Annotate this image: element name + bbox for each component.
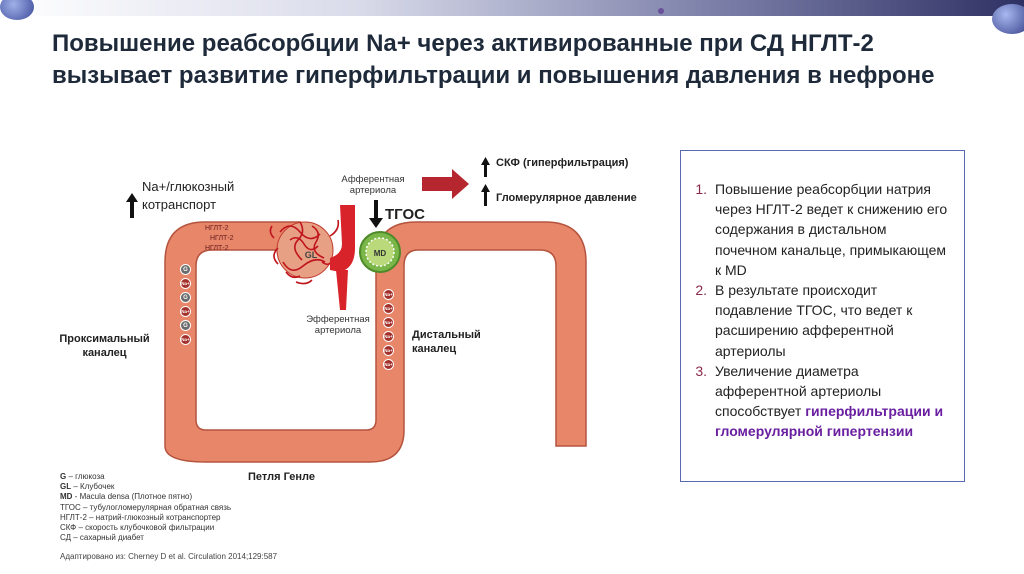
item-text: Увеличение диаметра афферентной артериол… xyxy=(715,362,882,420)
legend-row: MD - Macula densa (Плотное пятно) xyxy=(60,492,231,502)
sglt2-label: НГЛТ-2 xyxy=(205,225,229,232)
top-decoration-band xyxy=(0,0,1024,16)
legend-text: НГЛТ-2 – натрий-глюкозный котранспортер xyxy=(60,512,221,522)
na-transport-up-arrow xyxy=(126,193,138,218)
afferent-arteriole-label: Афферентная артериола xyxy=(341,174,405,196)
ion-marker: Na+ xyxy=(180,278,191,289)
legend-key: G xyxy=(60,472,67,481)
explanation-list: 1. Повышение реабсорбции натрия через НГ… xyxy=(689,179,952,442)
tgos-down-arrow xyxy=(369,200,383,228)
na-glucose-cotransport-label: Na+/глюкозный котранспорт xyxy=(142,179,235,212)
item-number: 2. xyxy=(695,282,707,299)
decor-orb-right xyxy=(992,4,1024,34)
ion-marker: Na+ xyxy=(383,345,394,356)
afferent-arteriole-vessel xyxy=(330,205,355,272)
ion-marker: Na+ xyxy=(180,306,191,317)
ion-marker: Na+ xyxy=(180,334,191,345)
legend-key: GL xyxy=(60,482,72,492)
tubule-body xyxy=(164,221,587,463)
legend-text: - Macula densa (Плотное пятно) xyxy=(72,492,193,502)
item-highlight: гиперфильтрации и гломерулярной гипертен… xyxy=(715,403,944,440)
item-text: Повышение реабсорбции натрия через НГЛТ-… xyxy=(715,181,948,278)
glomerulus-label: GL xyxy=(305,250,318,260)
source-citation: Адаптировано из: Cherney D et al. Circul… xyxy=(60,552,278,561)
tgos-label: ТГОС xyxy=(385,206,425,223)
legend-row: GL – Клубочек xyxy=(60,482,231,492)
ion-marker: Na+ xyxy=(383,303,394,314)
loop-of-henle-label: Петля Генле xyxy=(248,471,315,483)
ion-marker: Na+ xyxy=(383,359,394,370)
legend-row: СД – сахарный диабет xyxy=(60,533,231,543)
ion-marker: Na+ xyxy=(383,317,394,328)
slide-title: Повышение реабсорбции Na+ через активиро… xyxy=(52,30,935,89)
item-number: 3. xyxy=(695,362,707,379)
explanation-panel: 1. Повышение реабсорбции натрия через НГ… xyxy=(680,150,965,482)
gfr-up-arrow xyxy=(481,157,490,177)
item-text: В результате происходит подавление ТГОС,… xyxy=(715,282,913,359)
ion-marker: G xyxy=(180,320,191,331)
legend-row: СКФ – скорость клубочковой фильтрации xyxy=(60,523,231,533)
legend-text: СД – сахарный диабет xyxy=(60,533,144,543)
legend-text: ТГОС – тубулогломерулярная обратная связ… xyxy=(60,502,232,512)
ion-marker: G xyxy=(180,292,191,303)
item-number: 1. xyxy=(695,181,707,197)
explanation-item: 3. Увеличение диаметра афферентной артер… xyxy=(689,361,952,442)
gfr-label: СКФ (гиперфильтрация) xyxy=(496,157,629,169)
ion-marker: G xyxy=(180,264,191,275)
legend-text: – Клубочек xyxy=(71,482,115,492)
loop-of-henle-tube xyxy=(186,244,300,445)
item-text-wrap: Увеличение диаметра афферентной артериол… xyxy=(715,361,952,442)
macula-densa-label: MD xyxy=(374,249,387,258)
legend-row: G – глюкоза xyxy=(60,472,231,482)
legend-row: НГЛТ-2 – натрий-глюкозный котранспортер xyxy=(60,513,231,523)
nephron-diagram: GL MD xyxy=(126,157,587,463)
legend-text: СКФ – скорость клубочковой фильтрации xyxy=(60,523,215,533)
legend-text: – глюкоза xyxy=(66,472,105,481)
explanation-item: 2. В результате происходит подавление ТГ… xyxy=(689,280,952,361)
decor-orb-left xyxy=(0,0,34,20)
glomerular-pressure-label: Гломерулярное давление xyxy=(496,192,637,204)
decor-sparkle xyxy=(658,8,664,14)
legend-row: ТГОС – тубулогломерулярная обратная связ… xyxy=(60,503,231,513)
distal-tubule-label: Дистальный каналец xyxy=(412,329,481,355)
proximal-tubule-label: Проксимальный каналец xyxy=(59,333,150,359)
ion-marker: Na+ xyxy=(383,331,394,342)
legend-key: MD xyxy=(60,492,73,502)
pressure-up-arrow xyxy=(481,184,490,206)
gfr-increase-arrow xyxy=(422,169,469,199)
efferent-arteriole-vessel xyxy=(336,270,348,310)
sglt2-label: НГЛТ-2 xyxy=(205,245,229,252)
efferent-arteriole-label: Эфферентная артериола xyxy=(306,314,370,336)
sglt2-label: НГЛТ-2 xyxy=(210,235,234,242)
ion-marker: Na+ xyxy=(383,289,394,300)
explanation-item: 1. Повышение реабсорбции натрия через НГ… xyxy=(689,179,952,280)
